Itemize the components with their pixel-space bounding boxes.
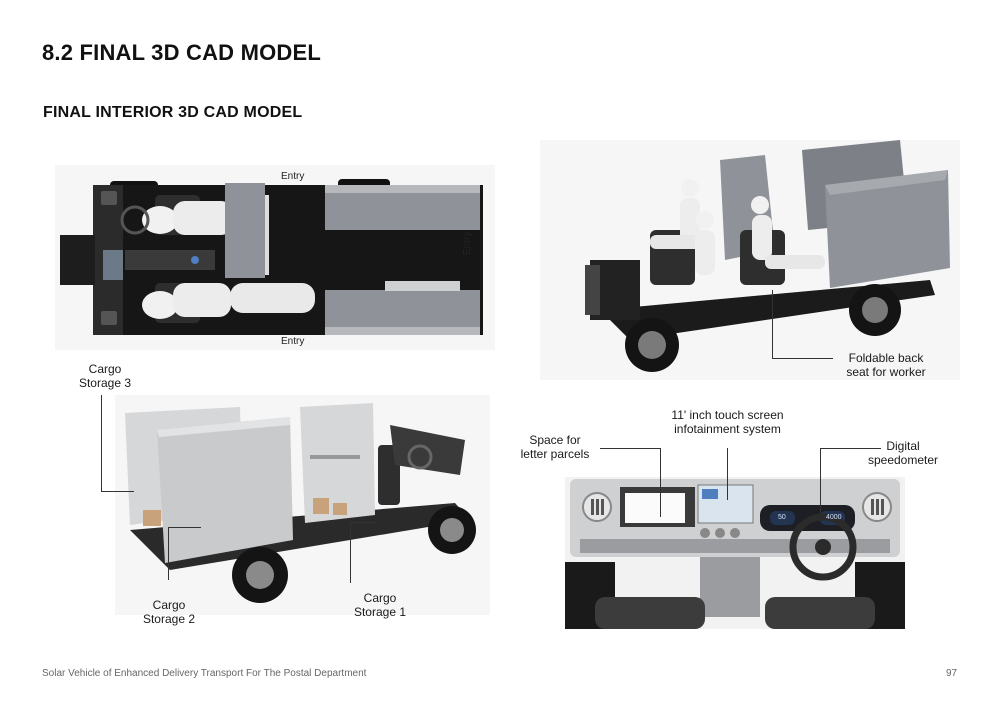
cargo2-label-line2: Storage 2	[142, 612, 196, 626]
seat-callout-line	[772, 290, 833, 359]
dashboard-panel	[565, 477, 905, 629]
entry-bottom-label: Entry	[281, 336, 305, 347]
screen-callout-line	[727, 448, 729, 500]
cargo3-label-line2: Storage 3	[78, 376, 132, 390]
cargo1-label-line1: Cargo	[363, 591, 397, 605]
speedo-label-line1: Digital	[886, 439, 920, 453]
speedo-label-line2: speedometer	[867, 453, 939, 467]
side-view-panel	[540, 140, 960, 380]
page-number: 97	[946, 668, 958, 679]
speedo-callout-line	[820, 448, 881, 515]
seat-callout-line2: seat for worker	[846, 365, 926, 379]
cargo3-callout-line	[101, 395, 134, 492]
page-heading: 8.2 FINAL 3D CAD MODEL	[42, 40, 322, 65]
speedo-left-value: 50	[778, 514, 786, 521]
cargo1-callout-line	[350, 522, 377, 583]
seat-callout-line1: Foldable back	[848, 351, 924, 365]
dashboard-illustration	[565, 477, 905, 629]
top-view-illustration	[55, 165, 495, 350]
screen-label-line2: infotainment system	[674, 422, 781, 436]
section-subheading: FINAL INTERIOR 3D CAD MODEL	[43, 104, 303, 121]
cargo-view-panel	[115, 395, 490, 615]
cargo1-label-line2: Storage 1	[353, 605, 407, 619]
speedo-right-value: 4000	[826, 514, 842, 521]
entry-right-label: Entry	[462, 231, 473, 255]
side-view-illustration	[540, 140, 960, 380]
cargo2-callout-line	[168, 527, 201, 580]
entry-top-label: Entry	[281, 171, 305, 182]
space-label-line1: Space for	[529, 433, 581, 447]
top-view-panel	[55, 165, 495, 350]
screen-label-line1: 11' inch touch screen	[671, 408, 784, 422]
cargo3-label-line1: Cargo	[88, 362, 122, 376]
cargo2-label-line1: Cargo	[152, 598, 186, 612]
space-callout-line	[600, 448, 661, 517]
page-footer: Solar Vehicle of Enhanced Delivery Trans…	[42, 668, 367, 679]
cargo-view-illustration	[115, 395, 490, 615]
space-label-line2: letter parcels	[520, 447, 590, 461]
